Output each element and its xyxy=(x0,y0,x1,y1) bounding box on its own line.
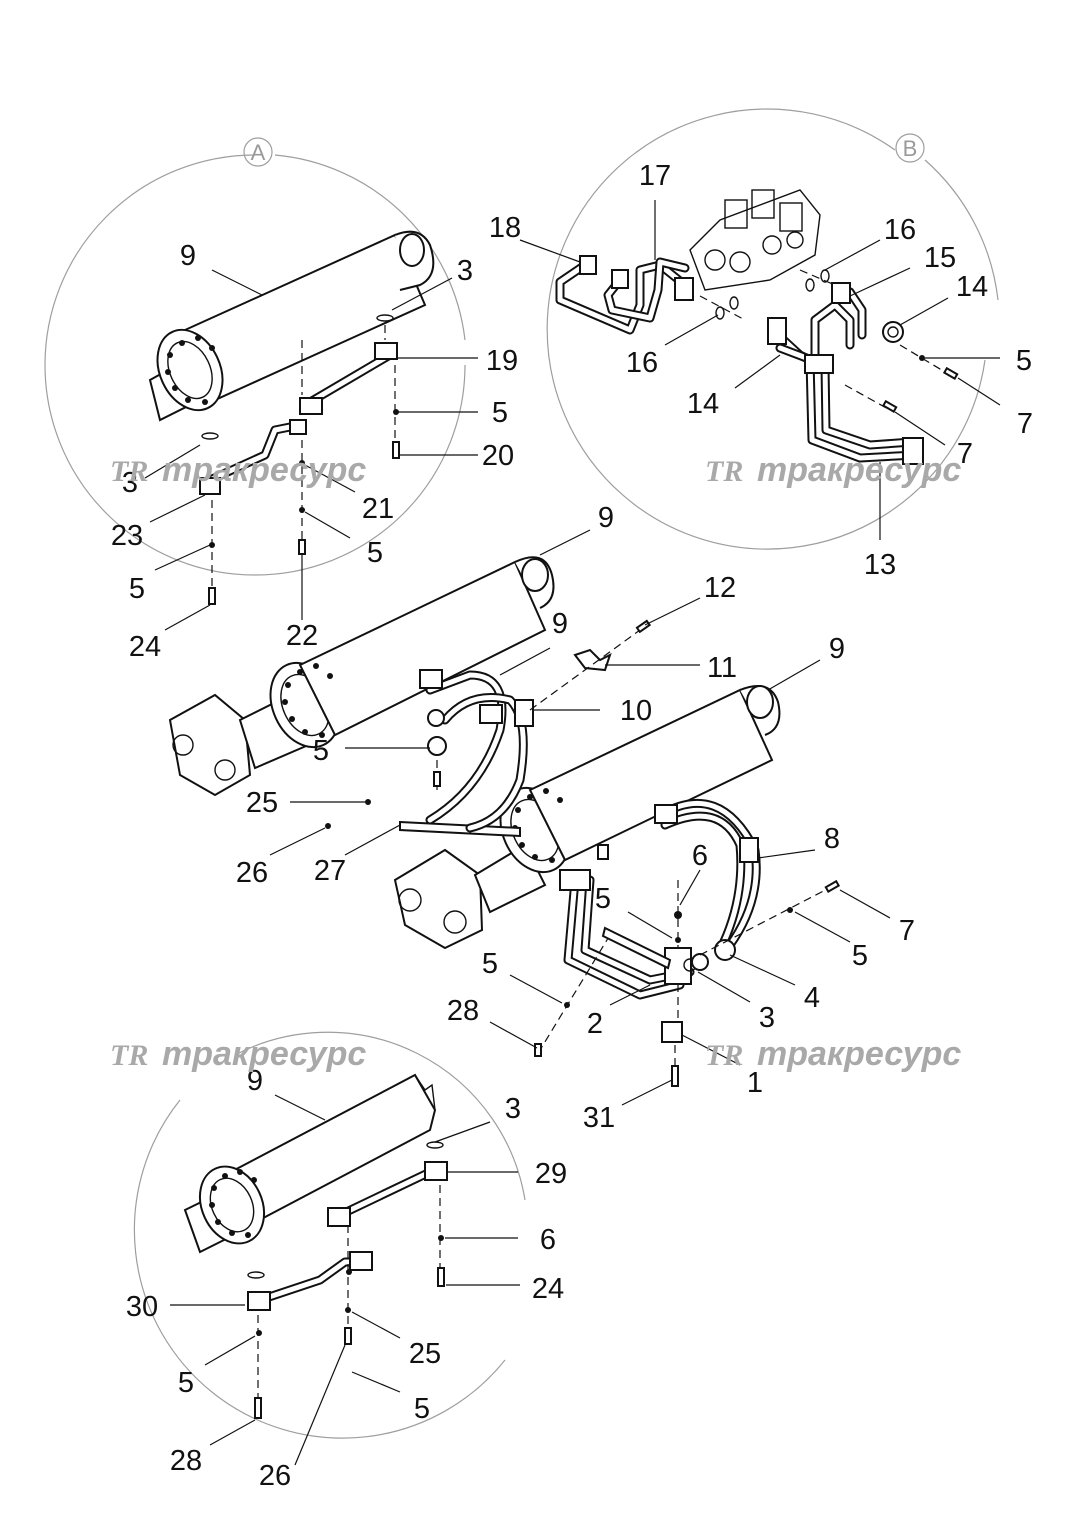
detail-c-circle xyxy=(133,1099,506,1439)
detail-b-circle-arc xyxy=(924,159,999,301)
cylinder-c xyxy=(183,1073,437,1254)
callout-b-18: 18 xyxy=(489,212,521,244)
callout-main-28: 28 xyxy=(447,995,479,1027)
callout-b-17: 17 xyxy=(639,160,671,192)
callout-main-11: 11 xyxy=(707,652,737,684)
callout-b-16b: 16 xyxy=(626,347,658,379)
callout-a-21: 21 xyxy=(362,493,394,525)
main-assembly: 9 12 9 11 9 10 5 25 26 27 6 8 5 7 5 5 4 … xyxy=(168,502,915,1134)
callout-main-4: 4 xyxy=(804,982,820,1014)
watermark-text: тракресурс xyxy=(757,1035,961,1073)
callout-main-5b: 5 xyxy=(595,883,611,915)
callout-c-3: 3 xyxy=(505,1093,521,1125)
callout-main-5c: 5 xyxy=(852,940,868,972)
callout-c-29: 29 xyxy=(535,1158,567,1190)
callout-main-3: 3 xyxy=(759,1002,775,1034)
callout-main-9: 9 xyxy=(598,502,614,534)
callout-main-27: 27 xyxy=(314,855,346,887)
callout-main-26: 26 xyxy=(236,857,268,889)
callout-a-3: 3 xyxy=(457,255,473,287)
callout-a-3b: 3 xyxy=(122,467,138,499)
watermark-1: TR тракресурс xyxy=(110,451,366,489)
watermark-2: TR тракресурс xyxy=(705,451,961,489)
watermark-logo: TR xyxy=(110,455,148,488)
callout-b-14b: 14 xyxy=(687,388,719,420)
callout-a-19: 19 xyxy=(486,345,518,377)
callout-c-6: 6 xyxy=(540,1224,556,1256)
detail-a: A xyxy=(44,137,518,663)
callout-a-20: 20 xyxy=(482,440,514,472)
control-valve xyxy=(689,189,821,291)
callout-main-31: 31 xyxy=(583,1102,615,1134)
callout-c-30: 30 xyxy=(126,1291,158,1323)
watermark-logo: TR xyxy=(110,1039,148,1072)
callout-main-1: 1 xyxy=(747,1067,763,1099)
callout-b-7b: 7 xyxy=(957,438,973,470)
callout-main-10: 10 xyxy=(620,695,652,727)
callout-c-9: 9 xyxy=(247,1065,263,1097)
callout-c-24: 24 xyxy=(532,1273,564,1305)
callout-c-5b: 5 xyxy=(414,1393,430,1425)
callout-a-23: 23 xyxy=(111,520,143,552)
detail-b-letter: B xyxy=(903,136,918,161)
watermark-text: тракресурс xyxy=(162,451,366,489)
detail-a-badge xyxy=(243,137,273,167)
callout-a-5b: 5 xyxy=(129,573,145,605)
callout-b-5: 5 xyxy=(1016,345,1032,377)
callout-a-5: 5 xyxy=(492,397,508,429)
detail-b: B xyxy=(489,108,1033,581)
watermark-4: TR тракресурс xyxy=(705,1035,961,1073)
detail-c-circle-arc xyxy=(234,1031,526,1201)
cylinder-upper xyxy=(168,556,555,797)
callout-main-2: 2 xyxy=(587,1008,603,1040)
callout-c-26: 26 xyxy=(259,1460,291,1492)
callout-main-9b: 9 xyxy=(552,608,568,640)
callout-b-13: 13 xyxy=(864,549,896,581)
watermark-logo: TR xyxy=(705,1039,743,1072)
callout-a-24: 24 xyxy=(129,631,161,663)
callout-main-9c: 9 xyxy=(829,633,845,665)
callout-a-9: 9 xyxy=(180,240,196,272)
callout-c-28: 28 xyxy=(170,1445,202,1477)
callout-b-16: 16 xyxy=(884,214,916,246)
callout-b-7: 7 xyxy=(1017,408,1033,440)
detail-b-badge xyxy=(895,133,925,163)
callout-c-25: 25 xyxy=(409,1338,441,1370)
callout-main-25: 25 xyxy=(246,787,278,819)
callout-main-7: 7 xyxy=(899,915,915,947)
detail-a-circle-arc xyxy=(274,154,466,341)
detail-b-circle xyxy=(546,108,986,550)
callout-b-15: 15 xyxy=(924,242,956,274)
callout-a-22: 22 xyxy=(286,620,318,652)
detail-c: 9 3 29 6 24 30 25 5 5 28 26 xyxy=(126,1031,567,1492)
callout-main-12: 12 xyxy=(704,572,736,604)
watermark-text: тракресурс xyxy=(162,1035,366,1073)
callout-main-8: 8 xyxy=(824,823,840,855)
cylinder-lower xyxy=(393,685,781,950)
callout-main-5d: 5 xyxy=(482,948,498,980)
callout-main-6: 6 xyxy=(692,840,708,872)
callout-a-5c: 5 xyxy=(367,537,383,569)
watermark-text: тракресурс xyxy=(757,451,961,489)
watermark-logo: TR xyxy=(705,455,743,488)
callout-main-5: 5 xyxy=(313,735,329,767)
callout-b-14: 14 xyxy=(956,271,988,303)
cylinder-a xyxy=(148,230,435,422)
callout-c-5: 5 xyxy=(178,1367,194,1399)
watermark-3: TR тракресурс xyxy=(110,1035,366,1073)
detail-a-circle xyxy=(44,154,466,576)
detail-a-letter: A xyxy=(251,140,266,165)
